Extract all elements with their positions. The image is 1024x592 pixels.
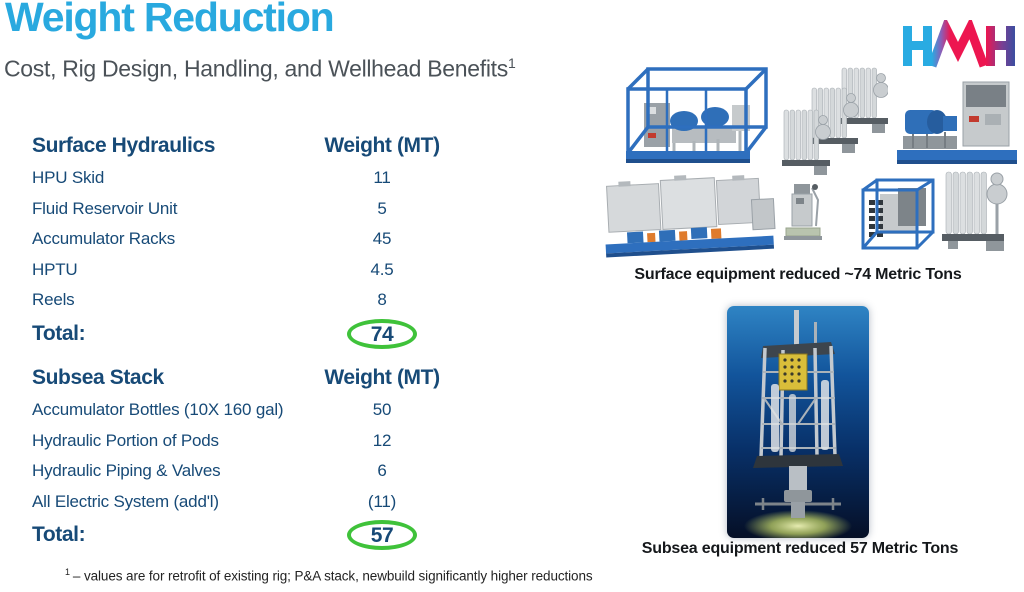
row-value: 5 <box>377 198 387 218</box>
table-header-row: Surface Hydraulics Weight (MT) <box>32 129 444 163</box>
subtitle-footnote-ref: 1 <box>507 55 516 71</box>
reel-stand-image <box>782 180 824 244</box>
table-row: Reels 8 <box>32 285 444 316</box>
table-header-row: Subsea Stack Weight (MT) <box>32 361 444 395</box>
hpu-skid-image <box>622 61 774 165</box>
subtitle-text: Cost, Rig Design, Handling, and Wellhead… <box>4 55 508 82</box>
accumulator-rack-image <box>940 166 1014 258</box>
table-row: Fluid Reservoir Unit 5 <box>32 194 444 225</box>
row-value: 4.5 <box>370 259 394 279</box>
table-row: Hydraulic Piping & Valves 6 <box>32 456 444 487</box>
footnote-text: – values are for retrofit of existing ri… <box>72 568 593 584</box>
total-label: Total: <box>32 523 86 546</box>
table-row: HPTU 4.5 <box>32 255 444 286</box>
table-row: Accumulator Bottles (10X 160 gal) 50 <box>32 395 444 426</box>
table-title: Surface Hydraulics <box>32 134 216 157</box>
subsea-stack-image <box>727 306 869 538</box>
table-title: Subsea Stack <box>32 366 164 389</box>
row-label: All Electric System (add'l) <box>32 491 219 511</box>
page-subtitle: Cost, Rig Design, Handling, and Wellhead… <box>4 55 516 83</box>
row-label: Fluid Reservoir Unit <box>32 198 178 218</box>
table-row: All Electric System (add'l) (11) <box>32 487 444 518</box>
row-value: 12 <box>372 430 392 450</box>
accumulator-racks-image <box>782 64 888 180</box>
total-value: 57 <box>370 524 394 547</box>
row-label: HPTU <box>32 259 78 279</box>
row-value: 50 <box>372 400 392 420</box>
row-label: Reels <box>32 290 75 310</box>
row-value: (11) <box>367 491 397 511</box>
row-label: Hydraulic Portion of Pods <box>32 430 219 450</box>
total-label: Total: <box>32 321 86 345</box>
footnote: 1– values are for retrofit of existing r… <box>65 567 593 584</box>
fluid-reservoir-unit-image <box>600 167 780 258</box>
table-row: Accumulator Racks 45 <box>32 224 444 255</box>
weight-column-header: Weight (MT) <box>324 134 440 157</box>
row-label: Hydraulic Piping & Valves <box>32 461 221 481</box>
green-circle-annotation: 74 <box>347 318 417 349</box>
table-row: HPU Skid 11 <box>32 163 444 194</box>
footnote-ref: 1 <box>65 567 70 577</box>
row-value: 6 <box>377 461 387 481</box>
row-value: 11 <box>373 168 391 188</box>
row-value: 8 <box>377 290 387 310</box>
controls-cage-image <box>860 176 938 254</box>
row-label: HPU Skid <box>32 168 105 188</box>
table-total-row: Total: 74 <box>32 316 444 352</box>
row-label: Accumulator Bottles (10X 160 gal) <box>32 400 284 420</box>
row-value: 45 <box>372 229 392 249</box>
subsea-stack-table: Subsea Stack Weight (MT) Accumulator Bot… <box>32 361 444 553</box>
green-circle-annotation: 57 <box>347 520 417 550</box>
page-title: Weight Reduction <box>5 0 335 40</box>
surface-hydraulics-table: Surface Hydraulics Weight (MT) HPU Skid … <box>32 129 444 352</box>
hmh-logo-icon <box>903 20 1015 68</box>
table-total-row: Total: 57 <box>32 517 444 553</box>
total-value: 74 <box>370 322 394 346</box>
table-row: Hydraulic Portion of Pods 12 <box>32 426 444 457</box>
weight-column-header: Weight (MT) <box>324 366 440 389</box>
hmh-logo <box>903 20 1015 72</box>
row-label: Accumulator Racks <box>32 229 176 249</box>
surface-equipment-caption: Surface equipment reduced ~74 Metric Ton… <box>634 266 962 283</box>
hptu-unit-image <box>893 76 1023 172</box>
subsea-equipment-caption: Subsea equipment reduced 57 Metric Tons <box>641 540 959 557</box>
